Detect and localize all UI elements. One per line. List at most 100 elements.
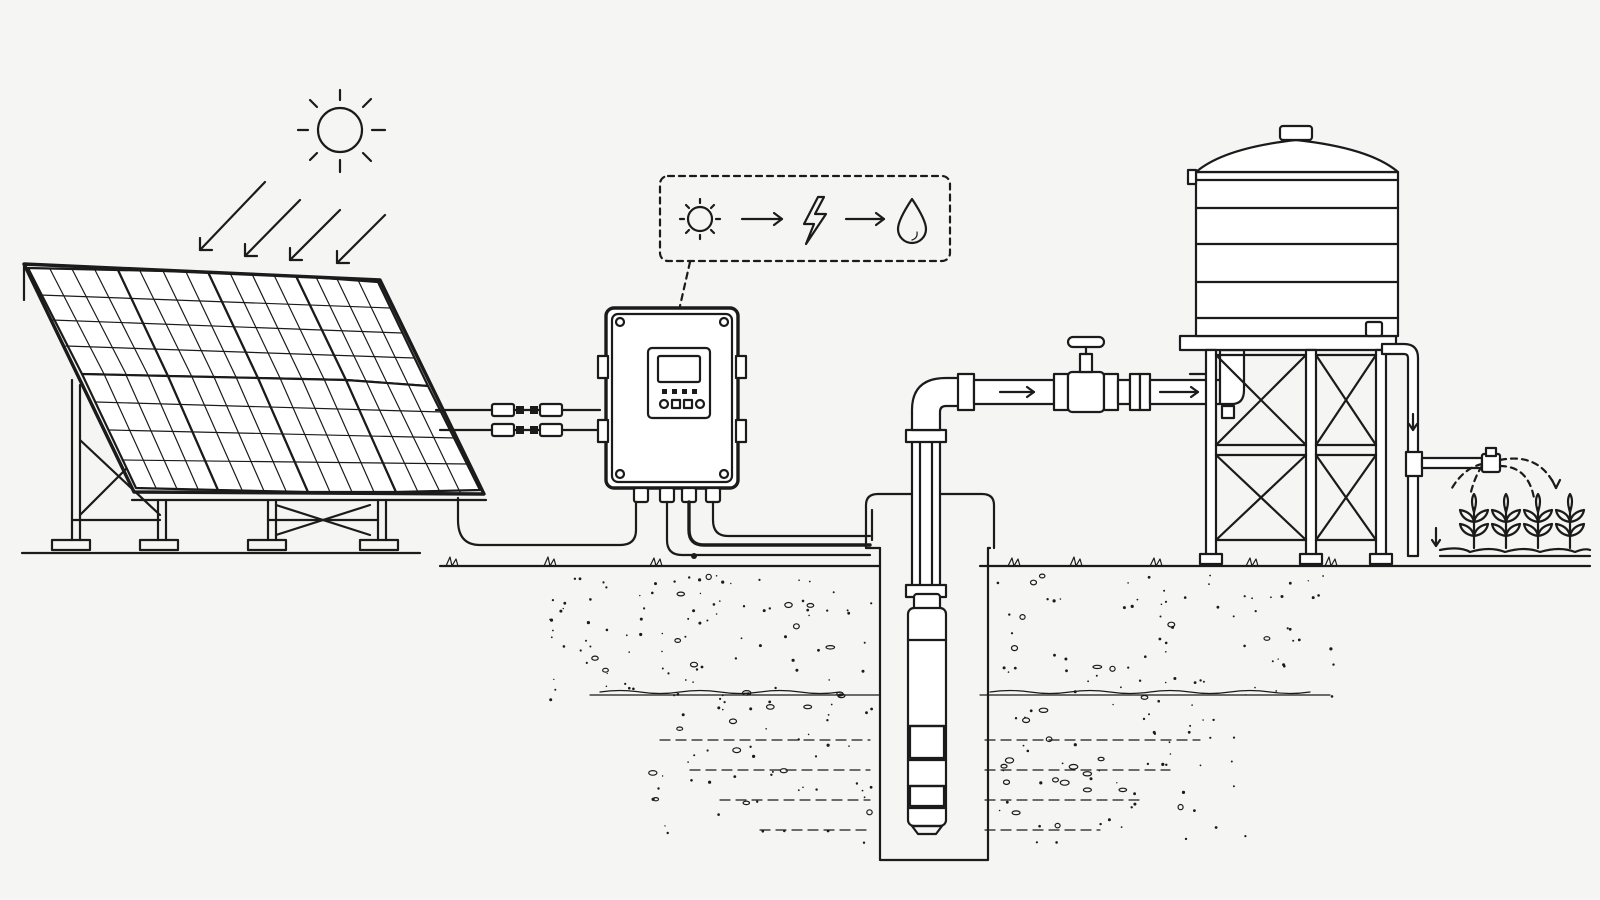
soil-grain — [1008, 613, 1011, 616]
pump-cables — [665, 500, 872, 559]
soil-grain — [1022, 744, 1025, 747]
soil-grain — [1277, 658, 1279, 660]
soil-grain — [1046, 598, 1049, 601]
valve-icon — [1066, 335, 1106, 414]
soil-grain — [1038, 824, 1041, 828]
soil-grain — [1288, 581, 1292, 585]
soil-grain — [815, 788, 818, 791]
soil-grain — [673, 694, 676, 697]
soil-grain — [1230, 760, 1233, 763]
soil-grain — [676, 693, 680, 696]
controller-buttons — [658, 389, 706, 410]
soil-grain — [1191, 704, 1193, 706]
soil-grain — [1189, 724, 1192, 727]
soil-grain — [1059, 598, 1062, 600]
soil-grain — [684, 679, 687, 681]
soil-grain — [589, 598, 592, 601]
soil-grain — [774, 686, 777, 690]
soil-pebble — [803, 704, 813, 710]
soil-grain — [768, 700, 772, 704]
soil-pebble — [866, 809, 873, 816]
soil-pebble — [676, 726, 684, 732]
soil-grain — [1254, 686, 1256, 689]
soil-grain — [684, 635, 687, 638]
soil-grain — [740, 637, 743, 640]
soil-grain — [1173, 677, 1177, 680]
soil-grain — [826, 829, 830, 833]
soil-pebble — [742, 800, 751, 806]
soil-grain — [861, 789, 864, 792]
soil-grain — [733, 775, 737, 778]
soil-pebble — [779, 768, 788, 774]
soil-pebble — [1263, 636, 1271, 641]
soil-grain — [861, 669, 865, 673]
soil-pebble — [1118, 787, 1128, 793]
soil-grain — [1087, 680, 1089, 683]
soil-grain — [1271, 660, 1274, 663]
soil-grain — [848, 745, 850, 747]
soil-grain — [1275, 690, 1278, 692]
soil-grain — [1130, 806, 1133, 809]
soil-grain — [771, 770, 774, 773]
soil-grain — [1053, 653, 1056, 657]
soil-grain — [692, 681, 694, 683]
soil-grain — [698, 578, 702, 582]
soil-grain — [870, 602, 873, 605]
soil-grain — [1270, 596, 1272, 599]
soil-grain — [814, 755, 818, 758]
soil-grain — [847, 611, 851, 615]
soil-grain — [661, 667, 664, 670]
soil-grain — [1120, 826, 1123, 828]
soil-grain — [830, 703, 833, 706]
soil-grain — [563, 601, 567, 605]
soil-grain — [1133, 792, 1136, 796]
soil-grain — [742, 605, 746, 608]
soil-grain — [578, 577, 582, 581]
soil-grain — [1254, 610, 1257, 613]
soil-pebble — [1092, 664, 1103, 670]
soil-grain — [549, 698, 553, 702]
soil-grain — [1130, 604, 1134, 609]
soil-grain — [758, 644, 762, 648]
soil-grain — [1232, 736, 1236, 739]
soil-grain — [768, 607, 771, 610]
soil-grain — [666, 831, 669, 835]
soil-grain — [1193, 681, 1197, 684]
soil-pebble — [1059, 779, 1070, 786]
soil-pebble — [1068, 763, 1079, 770]
soil-pebble — [705, 573, 712, 581]
soil-pebble — [765, 704, 775, 710]
soil-grain — [698, 621, 702, 625]
tower-icon — [1178, 334, 1398, 566]
soil-grain — [552, 629, 554, 632]
soil-grain — [717, 706, 721, 710]
soil-grain — [1073, 743, 1077, 747]
soil-grain — [661, 650, 663, 653]
solar-panel-icon — [22, 262, 488, 502]
soil-grain — [549, 618, 554, 622]
soil-grain — [1282, 663, 1286, 667]
soil-grain — [1164, 600, 1168, 603]
soil-grain — [817, 648, 820, 652]
soil-grain — [1169, 753, 1172, 755]
soil-grain — [1007, 671, 1010, 673]
soil-grain — [692, 609, 696, 613]
soil-texture — [549, 573, 1335, 844]
soil-grain — [624, 682, 627, 686]
soil-pebble — [1002, 779, 1011, 786]
soil-grain — [1138, 679, 1142, 682]
soil-grain — [706, 749, 709, 752]
soil-grain — [579, 649, 582, 652]
soil-grain — [643, 607, 646, 610]
soil-grain — [1232, 615, 1235, 618]
soil-grain — [1026, 749, 1030, 753]
plant-icon — [1490, 492, 1522, 550]
soil-grain — [1010, 632, 1014, 635]
soil-grain — [756, 800, 759, 803]
soil-grain — [625, 634, 628, 637]
soil-grain — [826, 719, 829, 722]
soil-pebble — [1019, 613, 1026, 620]
soil-pebble — [784, 601, 793, 609]
soil-grain — [657, 787, 660, 790]
soil-grain — [639, 617, 643, 621]
